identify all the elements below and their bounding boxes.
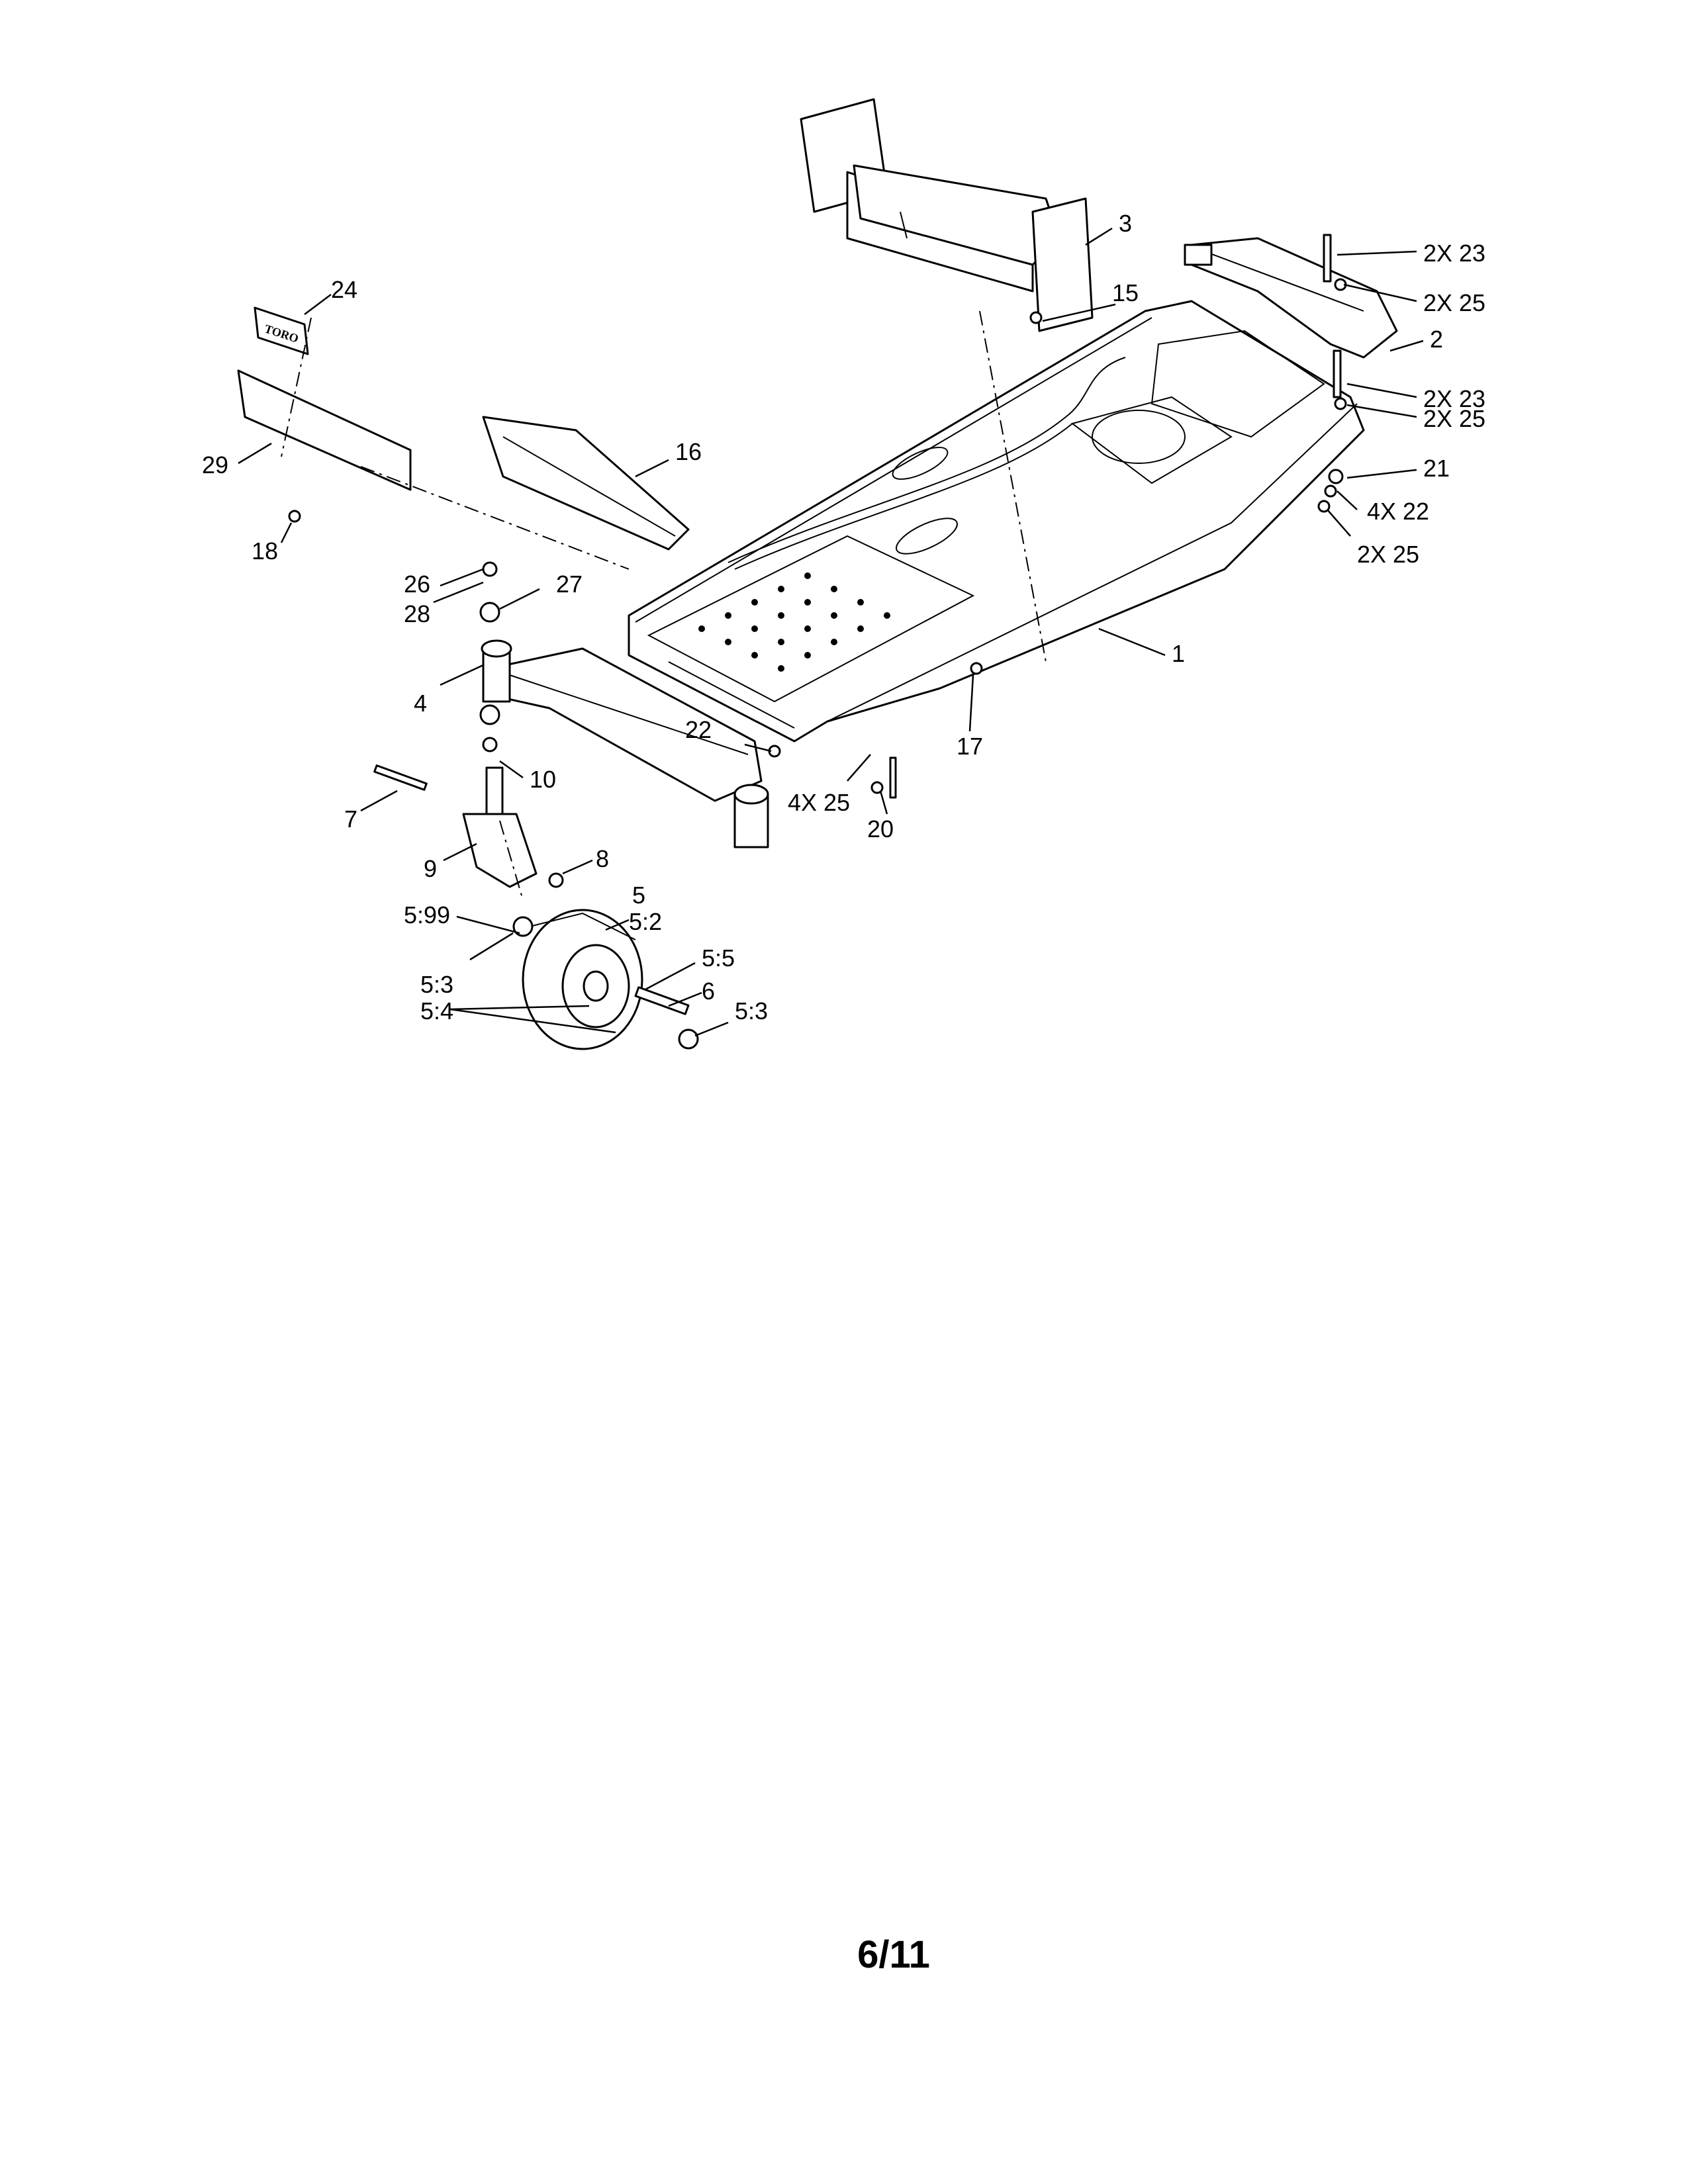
callout-5: 5 — [632, 882, 645, 909]
callout-18: 18 — [252, 537, 278, 565]
seat-support-bracket — [800, 98, 1094, 332]
callout-22: 22 — [685, 716, 712, 743]
callout-5-99: 5:99 — [404, 901, 450, 929]
callout-2x25-top: 2X 25 — [1423, 289, 1485, 316]
callout-2x25-bottom: 2X 25 — [1357, 541, 1419, 568]
toro-decal: TORO — [254, 306, 309, 355]
callout-8: 8 — [596, 845, 609, 872]
front-panel — [237, 369, 412, 491]
callout-4: 4 — [414, 690, 427, 717]
callout-2x23-top: 2X 23 — [1423, 240, 1485, 267]
callout-5-5: 5:5 — [702, 944, 735, 972]
callout-5-4: 5:4 — [420, 997, 453, 1024]
callout-16: 16 — [675, 438, 702, 465]
callout-28: 28 — [404, 600, 430, 627]
callout-24: 24 — [331, 276, 357, 303]
callout-17: 17 — [957, 733, 983, 760]
front-axle — [481, 639, 769, 848]
callout-15: 15 — [1112, 279, 1139, 306]
callout-7: 7 — [344, 805, 357, 833]
callout-2x25-mid: 2X 25 — [1423, 405, 1485, 432]
leader-lines — [238, 227, 1424, 1037]
callout-5-3-left: 5:3 — [420, 971, 453, 998]
callout-5-3-right: 5:3 — [735, 997, 768, 1024]
hardware — [288, 234, 1347, 1050]
callout-1: 1 — [1172, 640, 1185, 667]
callout-29: 29 — [202, 451, 228, 478]
callout-27: 27 — [556, 570, 583, 598]
assembly-center-lines — [281, 310, 1047, 901]
callout-20: 20 — [867, 815, 894, 842]
heat-shield — [482, 416, 690, 551]
caster-fork — [462, 766, 538, 888]
callout-10: 10 — [530, 766, 556, 793]
page-number: 6/11 — [857, 1933, 930, 1976]
callout-labels: 1 2 3 4 5 5:2 5:99 5:3 5:4 5:5 5:3 6 7 8… — [202, 210, 1485, 1024]
callout-4x25: 4X 25 — [788, 789, 850, 816]
callout-6: 6 — [702, 978, 715, 1005]
callout-2x23-mid: 2X 23 — [1423, 385, 1485, 412]
deck-holes — [698, 572, 890, 672]
rear-bumper — [1184, 237, 1398, 359]
callout-5-2: 5:2 — [629, 908, 662, 935]
callout-4x22: 4X 22 — [1367, 498, 1429, 525]
callout-21: 21 — [1423, 455, 1450, 482]
callout-3: 3 — [1119, 210, 1132, 237]
callout-26: 26 — [404, 570, 430, 598]
callout-2: 2 — [1430, 326, 1443, 353]
callout-9: 9 — [424, 855, 437, 882]
main-frame — [628, 300, 1365, 743]
